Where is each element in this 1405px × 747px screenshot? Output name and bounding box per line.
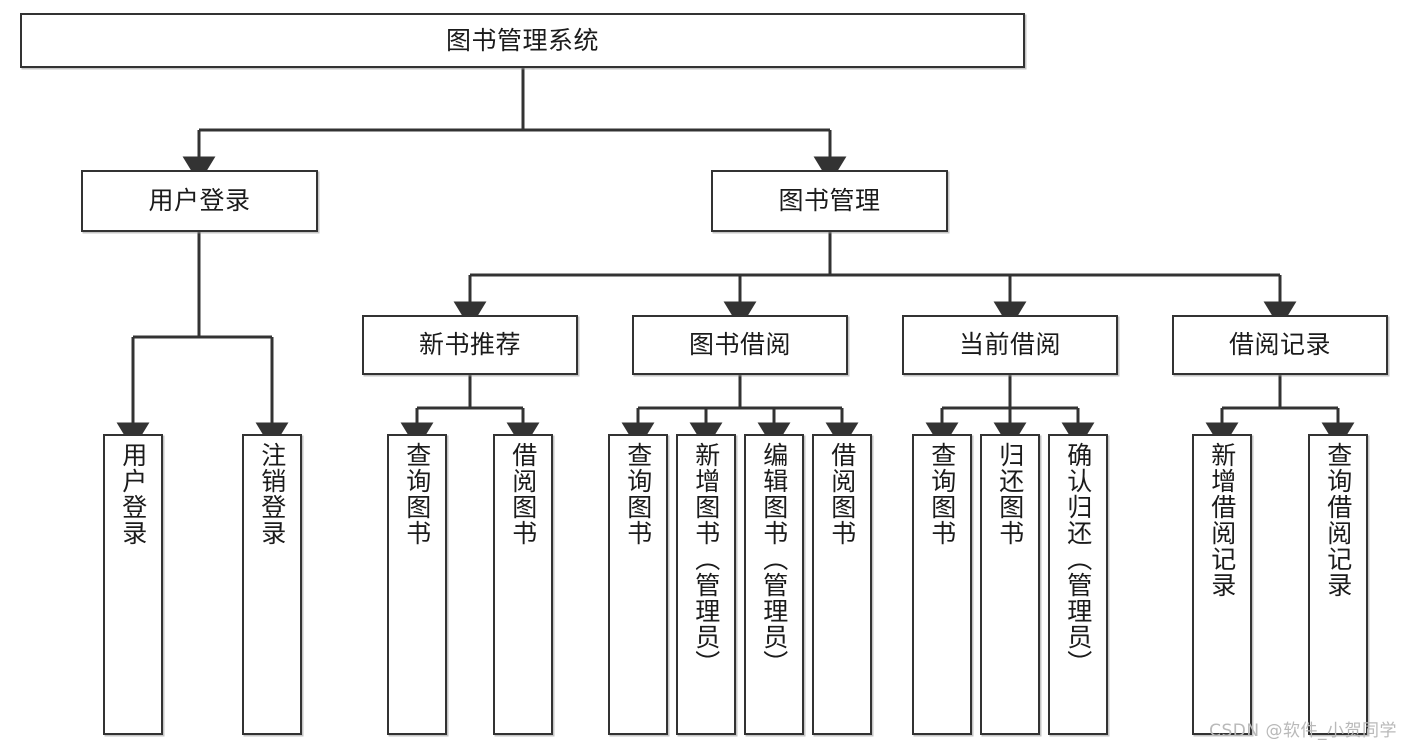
node-book-borrow-label: 图书借阅 xyxy=(688,330,791,360)
node-leaf-confirm-return-label: 确认归还（管理员） xyxy=(1063,442,1093,676)
node-current-borrow-label: 当前借阅 xyxy=(958,330,1061,360)
node-leaf-user-login[interactable]: 用户登录 xyxy=(103,434,163,735)
node-leaf-query-book-3-label: 查询图书 xyxy=(927,442,957,546)
node-leaf-query-book-3[interactable]: 查询图书 xyxy=(912,434,972,735)
node-book-borrow[interactable]: 图书借阅 xyxy=(632,315,848,375)
node-leaf-return-book[interactable]: 归还图书 xyxy=(980,434,1040,735)
node-leaf-query-book-2-label: 查询图书 xyxy=(623,442,653,546)
node-borrow-record[interactable]: 借阅记录 xyxy=(1172,315,1388,375)
node-new-book-recommend-label: 新书推荐 xyxy=(418,330,521,360)
node-new-book-recommend[interactable]: 新书推荐 xyxy=(362,315,578,375)
node-leaf-borrow-book-1-label: 借阅图书 xyxy=(508,442,538,546)
node-leaf-query-record[interactable]: 查询借阅记录 xyxy=(1308,434,1368,735)
node-book-manage[interactable]: 图书管理 xyxy=(711,170,948,232)
node-leaf-borrow-book-1[interactable]: 借阅图书 xyxy=(493,434,553,735)
node-user-login[interactable]: 用户登录 xyxy=(81,170,318,232)
node-book-manage-label: 图书管理 xyxy=(778,186,881,216)
node-leaf-borrow-book-2[interactable]: 借阅图书 xyxy=(812,434,872,735)
node-leaf-logout-login-label: 注销登录 xyxy=(257,442,287,546)
node-borrow-record-label: 借阅记录 xyxy=(1228,330,1331,360)
node-leaf-add-book-label: 新增图书（管理员） xyxy=(691,442,721,676)
node-leaf-edit-book[interactable]: 编辑图书（管理员） xyxy=(744,434,804,735)
node-leaf-return-book-label: 归还图书 xyxy=(995,442,1025,546)
node-leaf-add-book[interactable]: 新增图书（管理员） xyxy=(676,434,736,735)
node-leaf-query-book-2[interactable]: 查询图书 xyxy=(608,434,668,735)
node-leaf-query-book-1-label: 查询图书 xyxy=(402,442,432,546)
node-leaf-query-book-1[interactable]: 查询图书 xyxy=(387,434,447,735)
node-user-login-label: 用户登录 xyxy=(148,186,251,216)
node-leaf-query-record-label: 查询借阅记录 xyxy=(1323,442,1353,598)
node-current-borrow[interactable]: 当前借阅 xyxy=(902,315,1118,375)
node-leaf-edit-book-label: 编辑图书（管理员） xyxy=(759,442,789,676)
node-root[interactable]: 图书管理系统 xyxy=(20,13,1025,68)
node-leaf-borrow-book-2-label: 借阅图书 xyxy=(827,442,857,546)
node-leaf-logout-login[interactable]: 注销登录 xyxy=(242,434,302,735)
node-leaf-user-login-label: 用户登录 xyxy=(118,442,148,546)
watermark: CSDN @软件_小贺同学 xyxy=(1209,721,1397,741)
node-leaf-confirm-return[interactable]: 确认归还（管理员） xyxy=(1048,434,1108,735)
node-leaf-add-record[interactable]: 新增借阅记录 xyxy=(1192,434,1252,735)
node-root-label: 图书管理系统 xyxy=(445,25,599,55)
node-leaf-add-record-label: 新增借阅记录 xyxy=(1207,442,1237,598)
